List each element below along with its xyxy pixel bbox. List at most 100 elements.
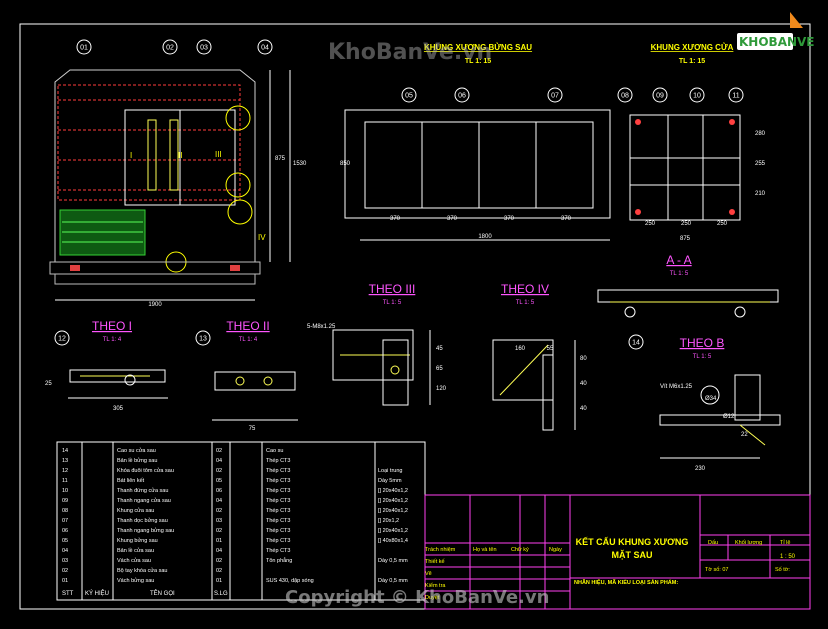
title-theo-ii: THEO II	[226, 319, 269, 333]
dim-door-bay: 250	[645, 221, 656, 227]
balloon-04	[257, 39, 273, 55]
balloon-09	[652, 87, 668, 103]
bom-header-name: TÊN GỌI	[150, 589, 175, 597]
bom-stt: 08	[62, 508, 68, 514]
dim-theo-iv-h: 40	[580, 381, 587, 387]
bom-name: Bát liên kết	[117, 478, 145, 484]
dim-theo-i-h: 25	[45, 381, 52, 387]
balloon-label: 10	[693, 93, 701, 100]
bom-stt: 12	[62, 468, 68, 474]
bom-stt: 14	[62, 448, 68, 454]
title-theo-i: THEO I	[92, 319, 132, 333]
bom-name: Bản lề bửng sau	[117, 457, 157, 464]
balloon-01	[76, 39, 92, 55]
bom-name: Thanh ngang cửa sau	[117, 497, 171, 504]
bom-name: Thanh dọc bửng sau	[117, 517, 168, 524]
detail-theo-ii	[212, 371, 298, 421]
title-theo-iv: THEO IV	[501, 282, 549, 296]
bom-qty: 02	[216, 558, 222, 564]
dim-theo-iii-h: 120	[436, 386, 447, 392]
bom-name: Thanh đứng cửa sau	[117, 487, 168, 494]
title-block-title-1: KẾT CẤU KHUNG XƯƠNG	[576, 537, 689, 547]
dim-door-h: 255	[755, 161, 766, 167]
bom-note: [] 20x40x1,2	[378, 498, 408, 504]
bom-note: [] 20x40x1,2	[378, 488, 408, 494]
title-theo-b: THEO B	[680, 336, 725, 350]
section-aa	[597, 289, 779, 318]
bom-stt: 13	[62, 458, 68, 464]
tb-scale: 1 : 50	[780, 554, 796, 560]
balloon-label: 04	[261, 45, 269, 52]
balloon-label: 06	[458, 93, 466, 100]
bom-stt: 10	[62, 488, 68, 494]
bom-material: Thép CT3	[266, 458, 290, 464]
bom-note: [] 20x40x1,2	[378, 528, 408, 534]
balloon-07	[547, 87, 563, 103]
tb-ti-le: Tỉ lệ	[780, 539, 790, 546]
balloon-03	[196, 39, 212, 55]
balloon-02	[162, 39, 178, 55]
bom-material: Thép CT3	[266, 508, 290, 514]
bom-note: [] 20x1,2	[378, 518, 399, 524]
balloon-label: 14	[632, 340, 640, 347]
bom-stt: 04	[62, 548, 68, 554]
bom-stt: 02	[62, 568, 68, 574]
bom-note: Dày 0,5 mm	[378, 578, 408, 584]
view-marker: II	[178, 151, 182, 160]
balloon-08	[617, 87, 633, 103]
bom-qty: 02	[216, 468, 222, 474]
logo-text: KHOBANVE	[739, 35, 815, 49]
bom-material: Thép CT3	[266, 468, 290, 474]
bom-qty: 04	[216, 548, 222, 554]
khobanve-logo	[737, 12, 803, 50]
bom-note: Dày 0,5 mm	[378, 558, 408, 564]
bom-material: Thép CT3	[266, 528, 290, 534]
bom-header-sl: S.LG	[214, 591, 228, 597]
dim-theo-iv-w: 160	[515, 346, 526, 352]
balloon-label: 11	[732, 93, 739, 100]
scale-theo-ii: TL 1: 4	[239, 337, 258, 343]
bom-stt: 06	[62, 528, 68, 534]
scale-body-frame: TL 1: 15	[465, 58, 491, 65]
bom-name: Bản lề cửa sau	[117, 547, 154, 554]
door-frame-view	[629, 114, 741, 221]
title-body-frame: KHUNG XƯƠNG BỬNG SAU	[424, 43, 532, 52]
detail-theo-iv	[492, 339, 576, 431]
dim-door-h: 280	[755, 131, 766, 137]
bom-material: Thép CT3	[266, 518, 290, 524]
bom-qty: 02	[216, 568, 222, 574]
balloon-label: 01	[80, 45, 88, 52]
scale-door-frame: TL 1: 15	[679, 58, 705, 65]
tb-role: Duyệt	[425, 595, 440, 601]
bom-material: SUS 430, dập sóng	[266, 578, 314, 584]
balloon-06	[454, 87, 470, 103]
dim-theo-iv-h: 80	[580, 356, 587, 362]
dim-frame-bay: 370	[504, 216, 515, 222]
bom-name: Thanh ngang bửng sau	[117, 527, 174, 534]
bom-qty: 04	[216, 498, 222, 504]
dim-frame-bay: 370	[447, 216, 458, 222]
bom-name: Cao su cửa sau	[117, 447, 156, 454]
dim-main-h1: 1530	[293, 161, 307, 167]
dim-main-h2: 875	[275, 156, 286, 162]
balloon-label: 03	[200, 45, 208, 52]
dim-theo-b: 230	[695, 466, 706, 472]
dim-frame-h: 850	[340, 161, 351, 167]
bom-qty: 02	[216, 528, 222, 534]
tb-role: Kiểm tra	[425, 582, 446, 589]
bom-material: Tôn phẳng	[266, 557, 292, 564]
view-marker: III	[215, 150, 222, 159]
bom-header-kh: KÝ HIỆU	[85, 589, 109, 597]
bom-stt: 05	[62, 538, 68, 544]
bom-qty: 06	[216, 488, 222, 494]
bom-qty: 01	[216, 538, 222, 544]
balloon-label: 08	[621, 93, 629, 100]
scale-theo-iv: TL 1: 5	[516, 300, 535, 306]
bom-stt: 07	[62, 518, 68, 524]
dim-theo-b: Ø12	[723, 414, 735, 420]
detail-theo-iii	[332, 329, 431, 406]
tb-col: Chữ ký	[511, 547, 529, 553]
tb-role: Trách nhiệm	[425, 547, 456, 553]
dim-theo-i-w: 305	[113, 406, 124, 412]
